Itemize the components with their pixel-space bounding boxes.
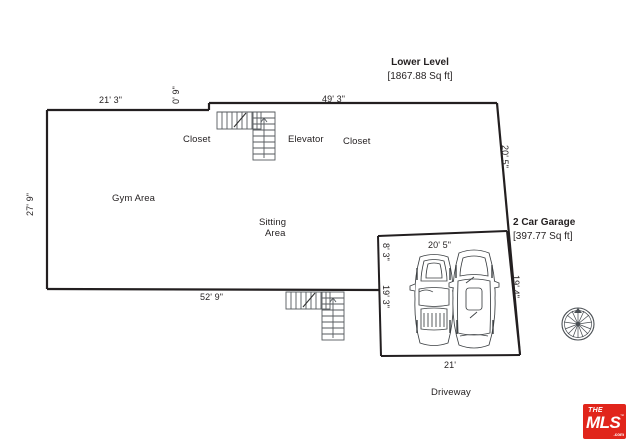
garage-area: [397.77 Sq ft]: [513, 230, 573, 242]
dimension-main-top-right: 49' 3": [322, 94, 346, 104]
lower-level-area: [1867.88 Sq ft]: [387, 70, 453, 82]
staircase-icon-lower: [285, 291, 345, 341]
mls-watermark-logo: THE MLS ™ .com: [583, 404, 626, 439]
dimension-main-top-left: 21' 3": [99, 95, 123, 105]
dimension-main-right: 20' 5": [500, 145, 510, 169]
mls-trademark-text: ™: [620, 413, 624, 418]
mls-main-text: MLS: [586, 413, 621, 432]
dimension-garage-bottom: 21': [444, 360, 457, 370]
mls-com-text: .com: [613, 432, 624, 437]
car-top-view-icon-right: [448, 249, 500, 349]
lower-level-title-block: Lower Level [1867.88 Sq ft]: [330, 56, 510, 83]
garage-title-block: 2 Car Garage [397.77 Sq ft]: [513, 216, 635, 243]
room-label-sitting-area-line1: Sitting: [259, 217, 287, 228]
dimension-main-notch: 0' 9": [171, 86, 181, 104]
car-top-view-icon-left: [409, 254, 458, 346]
dimension-main-bottom: 52' 9": [200, 292, 224, 302]
room-label-closet-right: Closet: [343, 136, 371, 147]
lower-level-name: Lower Level: [391, 57, 449, 68]
compass-rose-icon: [561, 307, 595, 341]
dimension-garage-left-upper: 8' 3": [381, 243, 391, 261]
room-label-sitting-area-line2: Area: [265, 228, 286, 239]
room-label-driveway: Driveway: [431, 387, 471, 398]
room-label-gym-area: Gym Area: [112, 193, 156, 204]
garage-name: 2 Car Garage: [513, 217, 576, 228]
dimension-garage-top: 20' 5": [428, 240, 452, 250]
room-label-elevator: Elevator: [288, 134, 324, 145]
dimension-main-left: 27' 9": [25, 192, 35, 216]
dimension-garage-left-lower: 19' 3": [381, 285, 391, 309]
room-label-closet-left: Closet: [183, 134, 211, 145]
staircase-icon-upper: [216, 111, 276, 161]
dimension-garage-right: 19' 4": [511, 275, 521, 299]
mls-the-text: THE: [588, 407, 603, 414]
